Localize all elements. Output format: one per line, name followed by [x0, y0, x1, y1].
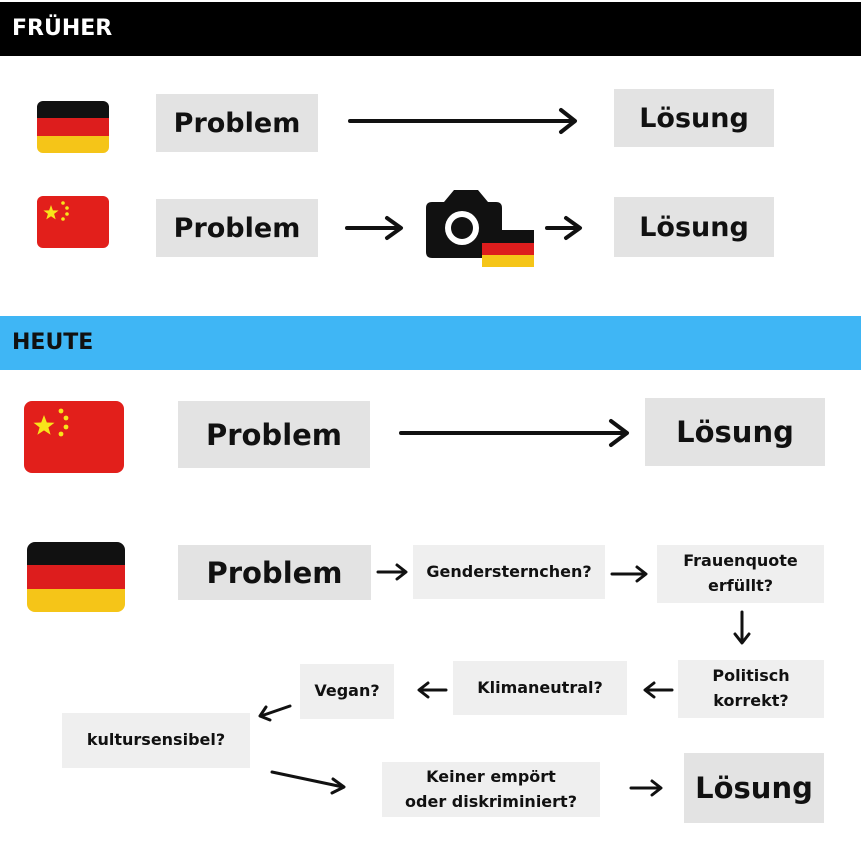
- china-flag-small-star: [58, 408, 64, 414]
- china-flag-star: [43, 205, 59, 220]
- china-flag-star: [33, 415, 55, 435]
- germany-flag: [27, 542, 125, 612]
- problem-box: Problem: [178, 545, 371, 600]
- section-header-heute: HEUTE: [0, 316, 861, 370]
- arrow-diagonal-right: [270, 770, 346, 795]
- arrow-right: [545, 216, 582, 240]
- step-politisch-korrekt: Politisch korrekt?: [678, 660, 824, 718]
- china-flag-small-star: [63, 415, 69, 421]
- camera-icon: [426, 190, 534, 267]
- arrow-right: [345, 216, 403, 240]
- solution-box: Lösung: [614, 197, 774, 257]
- problem-box: Problem: [156, 94, 318, 152]
- arrow-left: [643, 681, 674, 699]
- arrow-left: [417, 681, 448, 699]
- china-flag: [24, 401, 124, 473]
- germany-flag: [37, 101, 109, 153]
- china-flag-small-star: [58, 431, 64, 437]
- step-klimaneutral: Klimaneutral?: [453, 661, 627, 715]
- china-flag-small-star: [65, 206, 69, 210]
- problem-box: Problem: [156, 199, 318, 257]
- problem-box: Problem: [178, 401, 370, 468]
- step-frauenquote: Frauenquote erfüllt?: [657, 545, 824, 603]
- step-gendersternchen: Gendersternchen?: [413, 545, 605, 599]
- china-flag-small-star: [65, 212, 69, 216]
- arrow-diagonal-left: [258, 704, 292, 722]
- arrow-right: [348, 108, 577, 134]
- china-flag-small-star: [61, 201, 65, 205]
- solution-box: Lösung: [645, 398, 825, 466]
- china-flag-small-star: [63, 424, 69, 430]
- step-kultursensibel: kultursensibel?: [62, 713, 250, 768]
- arrow-right: [399, 419, 629, 447]
- arrow-down: [733, 610, 751, 645]
- section-header-frueher: FRÜHER: [0, 2, 861, 56]
- china-flag-small-star: [61, 217, 65, 221]
- step-keiner-empoert: Keiner empört oder diskriminiert?: [382, 762, 600, 817]
- arrow-right: [376, 563, 408, 581]
- arrow-right: [610, 565, 648, 583]
- step-vegan: Vegan?: [300, 664, 394, 719]
- china-flag: [37, 196, 109, 248]
- solution-box: Lösung: [614, 89, 774, 147]
- arrow-right: [629, 779, 663, 797]
- solution-box: Lösung: [684, 753, 824, 823]
